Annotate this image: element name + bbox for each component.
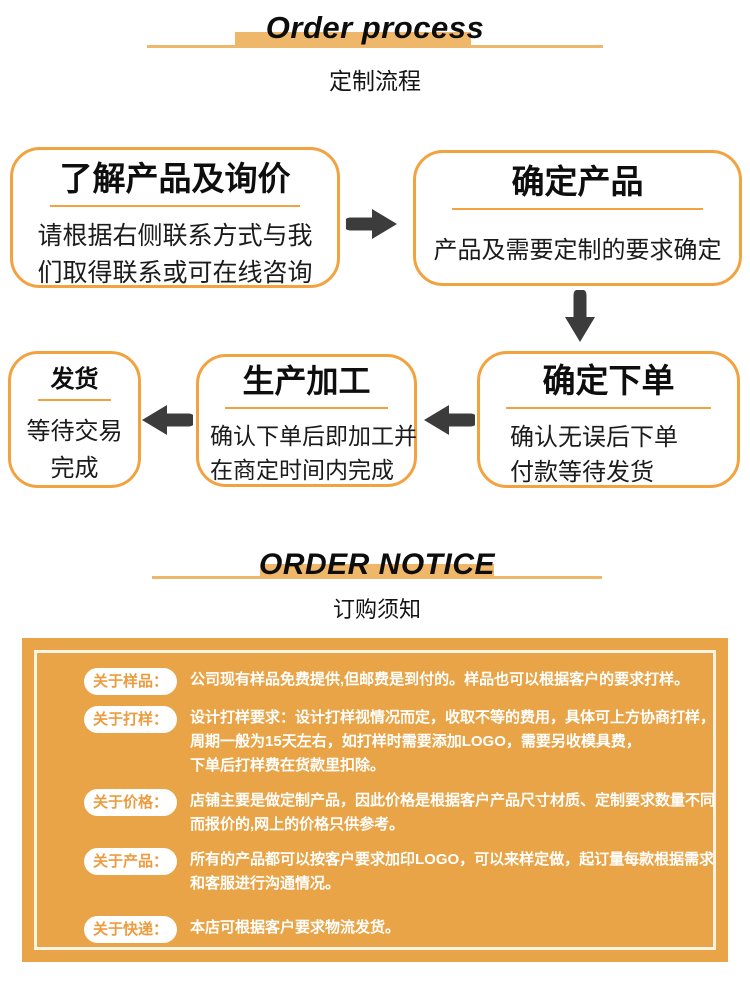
arrow-down-icon	[565, 290, 595, 342]
flow-title-underline	[37, 398, 112, 401]
process-title-zh: 定制流程	[329, 68, 421, 94]
flow-title-underline	[224, 406, 389, 409]
flow-step-shipping: 发货 等待交易 完成	[8, 351, 141, 488]
notice-text: 设计打样要求：设计打样视情况而定，收取不等的费用，具体可上方协商打样， 周期一般…	[190, 709, 716, 774]
notice-badge: 关于快递：	[84, 916, 178, 943]
notice-item-samples: 关于样品： 公司现有样品免费提供,但邮费是到付的。样品也可以根据客户的要求打样。	[84, 668, 709, 695]
notice-text: 公司现有样品免费提供,但邮费是到付的。样品也可以根据客户的要求打样。	[190, 671, 690, 688]
notice-item-list: 关于样品： 公司现有样品免费提供,但邮费是到付的。样品也可以根据客户的要求打样。…	[84, 668, 715, 943]
flow-step-place-order: 确定下单 确认无误后下单 付款等待发货	[477, 351, 740, 488]
notice-text: 所有的产品都可以按客户要求加印LOGO，可以来样定做，起订量每款根据需求 和客服…	[190, 851, 715, 892]
order-notice-panel: 关于样品： 公司现有样品免费提供,但邮费是到付的。样品也可以根据客户的要求打样。…	[22, 638, 728, 962]
notice-item-products: 关于产品： 所有的产品都可以按客户要求加印LOGO，可以来样定做，起订量每款根据…	[84, 848, 714, 896]
flow-step-description: 确认无误后下单 付款等待发货	[510, 423, 678, 486]
notice-badge: 关于价格：	[84, 789, 178, 816]
notice-inner-border	[34, 650, 716, 950]
arrow-right-icon	[346, 209, 397, 239]
flow-step-description: 请根据右侧联系方式与我 们取得联系或可在线咨询	[37, 221, 313, 287]
flow-step-production: 生产加工 确认下单后即加工并 在商定时间内完成	[196, 354, 417, 487]
notice-badge: 关于样品：	[84, 668, 178, 695]
flow-step-title: 确定下单	[542, 362, 675, 399]
flow-step-inquiry: 了解产品及询价 请根据右侧联系方式与我 们取得联系或可在线咨询	[10, 147, 340, 288]
flow-step-description: 确认下单后即加工并 在商定时间内完成	[210, 422, 417, 483]
flow-step-description: 等待交易 完成	[26, 417, 123, 482]
flow-title-underline	[505, 406, 712, 409]
title-highlight-bar	[260, 564, 494, 579]
flow-step-title: 确定产品	[511, 163, 644, 200]
notice-badge: 关于打样：	[84, 706, 178, 733]
arrow-left-icon	[424, 405, 475, 435]
notice-section-header: ORDER NOTICE 订购须知	[152, 548, 602, 622]
arrow-left-icon	[142, 405, 193, 435]
title-divider-line	[152, 576, 602, 579]
title-divider-line	[147, 45, 603, 48]
flow-step-title: 生产加工	[242, 363, 371, 399]
notice-badge: 关于产品：	[84, 848, 178, 875]
process-title-en: Order process	[265, 10, 485, 45]
notice-text: 本店可根据客户要求物流发货。	[190, 919, 401, 936]
notice-title-en: ORDER NOTICE	[258, 548, 495, 581]
notice-text: 店铺主要是做定制产品，因此价格是根据客户产品尺寸材质、定制要求数量不同 而报价的…	[190, 792, 716, 833]
notice-title-zh: 订购须知	[332, 597, 421, 622]
flow-title-underline	[451, 207, 704, 210]
flow-step-description: 产品及需要定制的要求确定	[433, 236, 722, 264]
flow-step-confirm-product: 确定产品 产品及需要定制的要求确定	[413, 150, 742, 286]
notice-item-proofing: 关于打样： 设计打样要求：设计打样视情况而定，收取不等的费用，具体可上方协商打样…	[84, 706, 715, 778]
notice-item-pricing: 关于价格： 店铺主要是做定制产品，因此价格是根据客户产品尺寸材质、定制要求数量不…	[84, 789, 715, 837]
flow-step-title: 发货	[50, 366, 99, 393]
flow-step-title: 了解产品及询价	[59, 160, 291, 197]
flow-title-underline	[50, 204, 300, 207]
title-highlight-bar	[235, 32, 471, 47]
process-section-header: Order process 定制流程	[147, 10, 603, 98]
notice-item-delivery: 关于快递： 本店可根据客户要求物流发货。	[84, 916, 709, 943]
